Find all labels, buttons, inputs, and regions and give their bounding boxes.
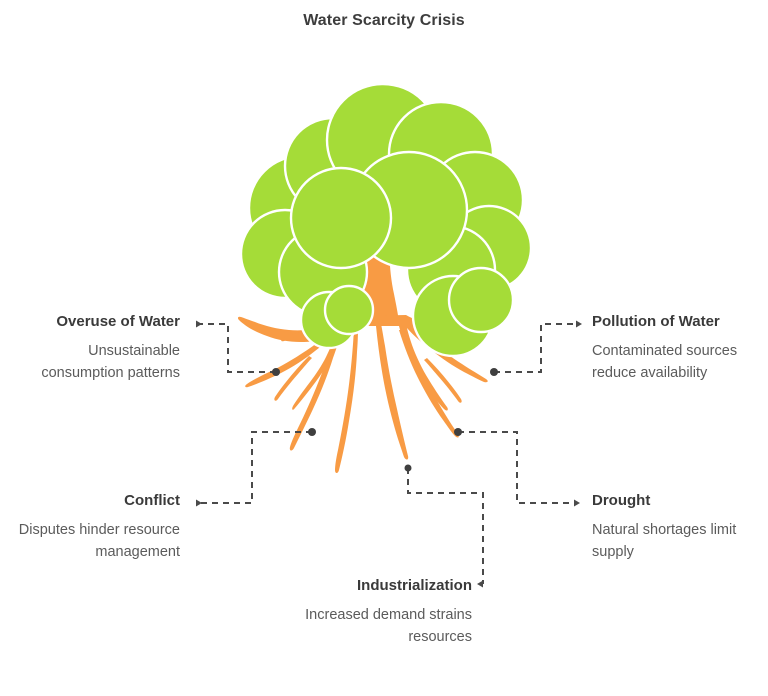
- branch-pollution[interactable]: Pollution of Water Contaminated sources …: [592, 312, 764, 384]
- anchor-dot-drought: [454, 428, 462, 436]
- connector-industrialization: [407, 468, 484, 588]
- connector-overuse: [196, 320, 276, 373]
- page-title: Water Scarcity Crisis: [303, 12, 465, 29]
- branch-conflict[interactable]: Conflict Disputes hinder resource manage…: [8, 491, 180, 563]
- branch-overuse[interactable]: Overuse of Water Unsustainable consumpti…: [8, 312, 180, 384]
- branch-conflict-description: Disputes hinder resource management: [18, 522, 180, 560]
- connector-pollution: [494, 320, 582, 373]
- branch-industrialization-description: Increased demand strains resources: [305, 607, 472, 645]
- branch-industrialization-title: Industrialization: [356, 577, 472, 594]
- branch-industrialization[interactable]: Industrialization Increased demand strai…: [282, 576, 472, 648]
- branch-overuse-description: Unsustainable consumption patterns: [41, 343, 180, 381]
- connector-drought: [458, 431, 580, 507]
- anchor-dot-conflict: [308, 428, 316, 436]
- anchor-dot-pollution: [490, 368, 498, 376]
- branch-overuse-title: Overuse of Water: [56, 313, 180, 330]
- branch-pollution-description: Contaminated sources reduce availability: [592, 343, 738, 381]
- branch-pollution-title: Pollution of Water: [592, 313, 720, 330]
- branch-drought-title: Drought: [592, 492, 651, 509]
- branch-drought-description: Natural shortages limit supply: [592, 522, 737, 560]
- anchor-dot-overuse: [272, 368, 280, 376]
- branch-conflict-title: Conflict: [124, 492, 180, 509]
- anchor-dot-industrialization: [404, 464, 412, 472]
- branch-drought[interactable]: Drought Natural shortages limit supply: [592, 491, 764, 563]
- connector-conflict: [196, 431, 312, 507]
